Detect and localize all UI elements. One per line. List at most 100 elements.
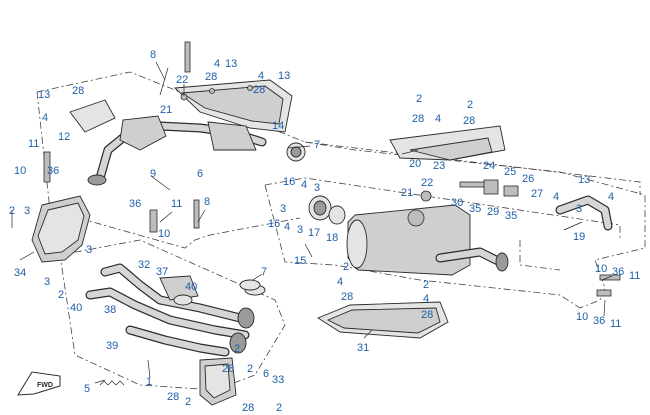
- callout-c46: 2: [185, 396, 191, 408]
- callout-c23: 10: [158, 228, 170, 240]
- callout-c34: 40: [70, 302, 82, 314]
- callout-c40: 2: [247, 363, 253, 375]
- callout-c18: 9: [150, 168, 156, 180]
- callout-c74: 16: [268, 218, 280, 230]
- callout-c59: 27: [531, 188, 543, 200]
- callout-c6: 4: [258, 70, 264, 82]
- callout-c11: 13: [38, 89, 50, 101]
- callout-c83: 28: [341, 291, 353, 303]
- callout-c38: 2: [234, 343, 240, 355]
- callout-c39: 28: [222, 363, 234, 375]
- callout-c92: 36: [593, 315, 605, 327]
- callout-c10: 14: [272, 120, 284, 132]
- header-pipes: [85, 263, 266, 406]
- callout-c57: 25: [504, 166, 516, 178]
- callout-c67: 35: [469, 203, 481, 215]
- callout-c12: 28: [72, 85, 84, 97]
- o2-sensor-bolts: [43, 151, 200, 233]
- callout-c72: 3: [314, 182, 320, 194]
- callout-c69: 35: [505, 210, 517, 222]
- group-outlines: [36, 71, 646, 391]
- callout-c33: 40: [185, 281, 197, 293]
- callout-c42: 5: [84, 383, 90, 395]
- callout-c32: 37: [156, 266, 168, 278]
- callout-c62: 4: [608, 191, 614, 203]
- callout-c71: 4: [301, 179, 307, 191]
- callout-c30: 2: [58, 289, 64, 301]
- callout-c89: 36: [612, 266, 624, 278]
- callout-c28: 3: [86, 244, 92, 256]
- callout-c20: 7: [314, 139, 320, 151]
- callout-c85: 4: [423, 293, 429, 305]
- muffler: [346, 204, 509, 276]
- callout-c73: 3: [280, 203, 286, 215]
- callout-c55: 23: [433, 160, 445, 172]
- callout-c58: 26: [522, 173, 534, 185]
- callout-c75: 4: [284, 221, 290, 233]
- callout-c44: 33: [272, 374, 284, 386]
- callout-c84: 2: [423, 279, 429, 291]
- callout-c15: 11: [28, 138, 39, 150]
- callout-c19: 6: [197, 168, 203, 180]
- left-side-shield: [31, 195, 91, 263]
- fwd-direction-badge: FWD: [17, 371, 61, 396]
- callout-c88: 10: [595, 263, 607, 275]
- callout-c26: 3: [24, 205, 30, 217]
- skid-plate: [317, 301, 449, 339]
- callout-c79: 15: [294, 255, 306, 267]
- callout-c2: 22: [176, 74, 188, 86]
- callout-c87: 31: [357, 342, 369, 354]
- callout-c5: 28: [205, 71, 217, 83]
- callout-c65: 21: [401, 187, 413, 199]
- callout-c22: 11: [171, 198, 182, 210]
- spring: [99, 380, 125, 386]
- callout-c27: 34: [14, 267, 26, 279]
- heat-shield-upper: [173, 79, 293, 133]
- callout-c41: 1: [146, 376, 152, 388]
- callout-c50: 28: [412, 113, 424, 125]
- callout-c24: 8: [204, 196, 210, 208]
- callout-numbers: 8 22 4 13 28 4 13 28 21 14 13 28 4 12 11…: [9, 49, 640, 414]
- callout-c54: 20: [409, 158, 421, 170]
- callout-c43: 6: [263, 368, 269, 380]
- callout-c13: 4: [42, 112, 48, 124]
- callout-c35: 38: [104, 304, 116, 316]
- inlet-shield-left: [69, 99, 116, 133]
- callout-c56: 24: [483, 160, 495, 172]
- callout-c49: 2: [416, 93, 422, 105]
- callout-c48: 2: [276, 402, 282, 414]
- callout-c45: 28: [167, 391, 179, 403]
- front-pipe-assembly: [87, 41, 267, 186]
- leader-lines: [11, 61, 613, 384]
- callout-c77: 17: [308, 227, 320, 239]
- callout-c17: 36: [47, 165, 59, 177]
- mounting-flange-rings: [239, 142, 346, 291]
- callout-c70: 16: [283, 176, 295, 188]
- callout-c16: 10: [14, 165, 26, 177]
- callout-c31: 32: [138, 259, 150, 271]
- callout-c91: 10: [576, 311, 588, 323]
- callout-c8: 28: [253, 84, 265, 96]
- callout-c3: 4: [214, 58, 220, 70]
- callout-c51: 4: [435, 113, 441, 125]
- upper-right-shield: [389, 125, 506, 161]
- callout-c93: 11: [610, 318, 621, 330]
- callout-c4: 13: [225, 58, 237, 70]
- callout-c78: 18: [326, 232, 338, 244]
- muffler-mount-hardware: [420, 179, 519, 202]
- callout-c68: 29: [487, 206, 499, 218]
- tail-pipe-right: [555, 195, 621, 297]
- callout-c86: 28: [421, 309, 433, 321]
- callout-c60: 13: [578, 174, 590, 186]
- callout-c76: 3: [297, 224, 303, 236]
- callout-c7: 13: [278, 70, 290, 82]
- callout-c66: 30: [451, 197, 463, 209]
- callout-c52: 2: [467, 99, 473, 111]
- callout-c53: 28: [463, 115, 475, 127]
- callout-c81: 2: [343, 261, 349, 273]
- callout-c82: 4: [337, 276, 343, 288]
- callout-c80: 19: [573, 231, 585, 243]
- callout-c1: 8: [150, 49, 156, 61]
- fwd-label: FWD: [37, 382, 53, 389]
